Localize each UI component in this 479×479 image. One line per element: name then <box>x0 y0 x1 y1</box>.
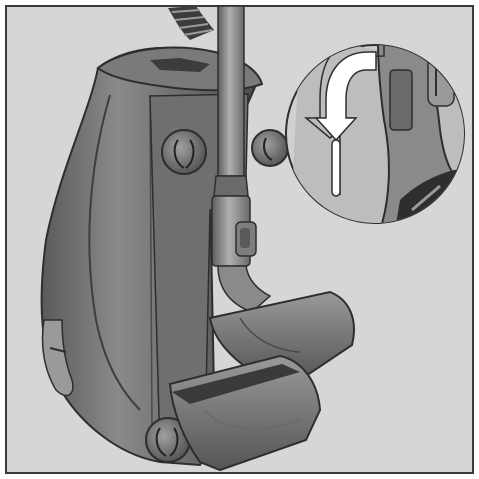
parking-socket-left-icon <box>161 129 207 175</box>
suction-tube-icon <box>211 5 272 313</box>
parking-clip-icon <box>235 221 257 257</box>
detail-magnifier-icon <box>285 44 465 224</box>
suction-hose-icon <box>168 6 214 40</box>
rotation-arrow-icon <box>303 45 385 197</box>
parking-socket-right-icon <box>251 129 289 167</box>
floor-brush-icon <box>168 290 355 472</box>
